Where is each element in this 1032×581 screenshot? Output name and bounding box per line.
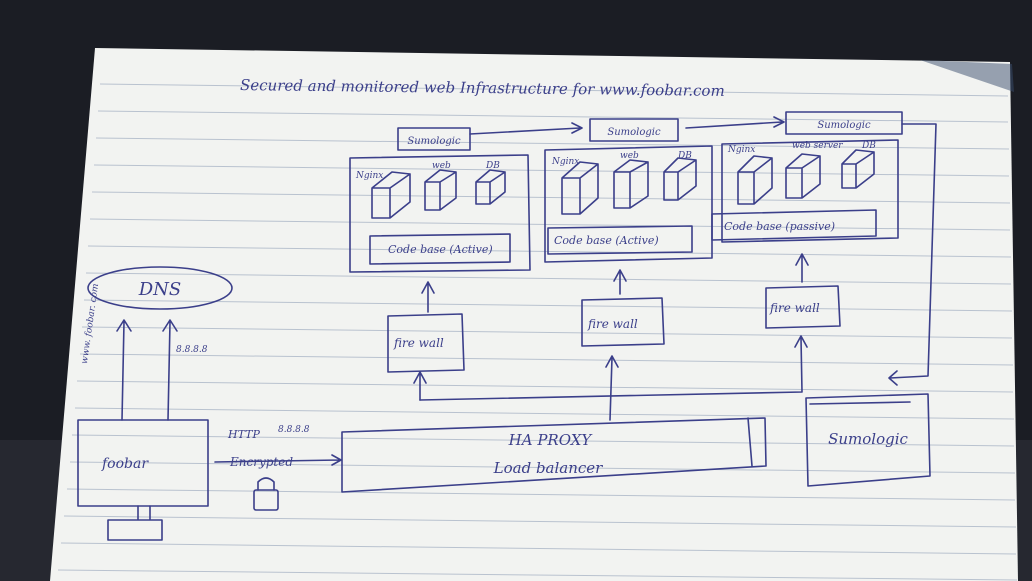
web-box-icon <box>424 169 457 211</box>
client-label: foobar <box>101 456 149 472</box>
sumologic-collector-inner-edge <box>809 401 911 405</box>
client-box <box>77 419 209 507</box>
load-balancer-type: Load balancer <box>493 459 604 477</box>
sumologic-agent-label: Sumologic <box>607 127 661 138</box>
transport-ip: 8.8.8.8 <box>278 425 310 435</box>
firewall-to-server-arrow <box>795 253 809 283</box>
server-box <box>544 145 713 263</box>
sumologic-agent-box <box>589 118 679 142</box>
nginx-box-icon <box>561 161 599 215</box>
codebase-box <box>547 225 693 255</box>
sumologic-1-to-2-arrow <box>469 122 583 135</box>
sumologic-agent-label: Sumologic <box>817 120 871 131</box>
nginx-box-icon <box>371 171 411 219</box>
sumologic-agent-box <box>785 111 903 135</box>
db-box-icon <box>841 149 875 189</box>
monitor-stand <box>107 505 163 541</box>
firewall-box <box>387 313 465 373</box>
db-box-icon <box>663 157 697 201</box>
codebase-label: Code base (Active) <box>554 234 659 247</box>
firewall-box <box>581 297 665 347</box>
sumologic-agent-box <box>397 127 471 151</box>
nginx-box-icon <box>737 155 773 205</box>
component-label-db: DB <box>485 161 500 171</box>
server-cluster-3: Sumologic Nginx web server DB Code base … <box>711 111 903 329</box>
diagram-title: Secured and monitored web Infrastructure… <box>240 76 725 100</box>
load-balancer-box <box>341 417 767 493</box>
firewall-label: fire wall <box>587 317 638 331</box>
lb-to-firewall-2-arrow <box>605 355 619 421</box>
firewall-label: fire wall <box>769 301 820 315</box>
dns-label: DNS <box>138 279 182 300</box>
sumologic-to-collector-arrow <box>888 123 937 386</box>
blue-card-edge <box>920 60 1014 92</box>
web-box-icon <box>785 153 821 199</box>
firewall-to-server-arrow <box>421 281 435 313</box>
codebase-label: Code base (Active) <box>388 243 493 256</box>
db-box-icon <box>475 169 506 205</box>
component-label-web: web server <box>792 141 843 151</box>
padlock-body <box>253 489 279 511</box>
sumologic-collector-box <box>805 393 931 487</box>
padlock-shackle <box>257 477 275 491</box>
component-label-nginx: Nginx <box>551 157 579 167</box>
codebase-box <box>369 233 511 265</box>
server-cluster-2: Sumologic Nginx web DB Code base (Active… <box>544 118 713 347</box>
component-label-db: DB <box>861 141 876 151</box>
sumologic-collector-label: Sumologic <box>828 430 908 448</box>
firewall-box <box>765 285 841 329</box>
web-box-icon <box>613 159 649 209</box>
paper-sheet <box>50 48 1018 581</box>
component-label-nginx: Nginx <box>355 171 383 181</box>
load-balancer-inner-edge <box>747 417 753 467</box>
lb-to-firewall-1-arrow <box>413 371 427 401</box>
component-label-web: web <box>432 161 451 171</box>
server-box <box>721 139 899 243</box>
codebase-box <box>711 209 877 241</box>
component-label-web: web <box>620 151 639 161</box>
firewall-to-server-arrow <box>613 269 627 295</box>
dns-query-arrow <box>116 319 132 421</box>
dns-ellipse <box>87 266 233 310</box>
client-to-lb-arrow <box>214 454 342 466</box>
transport-protocol: HTTP <box>227 428 260 441</box>
component-label-nginx: Nginx <box>727 145 755 155</box>
firewall-label: fire wall <box>393 336 444 350</box>
dns-response-arrow <box>162 319 178 421</box>
component-label-db: DB <box>677 151 692 161</box>
sumologic-agent-label: Sumologic <box>407 136 461 147</box>
sumologic-2-to-3-arrow <box>685 116 785 129</box>
server-cluster-1: Sumologic Nginx web DB Code base (Active… <box>349 127 531 373</box>
codebase-label: Code base (passive) <box>724 220 835 233</box>
server-box <box>349 154 531 273</box>
request-ip: 8.8.8.8 <box>176 345 208 355</box>
load-balancer-name: HA PROXY <box>508 431 594 449</box>
